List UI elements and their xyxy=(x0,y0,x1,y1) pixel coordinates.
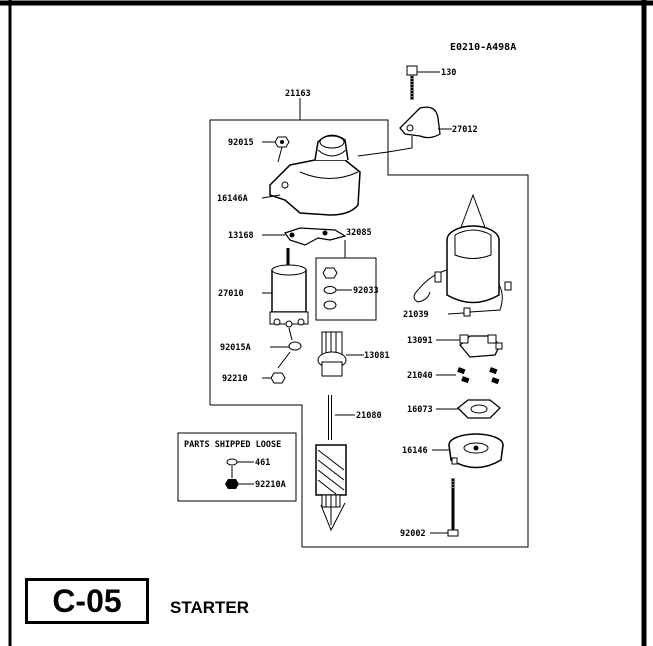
nut-92210 xyxy=(262,351,291,384)
bracket-27012 xyxy=(357,106,452,157)
label-92210: 92210 xyxy=(222,374,248,384)
label-92015A: 92015A xyxy=(220,343,251,353)
section-code: C-05 xyxy=(52,582,122,619)
label-13168: 13168 xyxy=(228,231,254,241)
label-130: 130 xyxy=(441,68,456,78)
label-21039: 21039 xyxy=(403,310,429,320)
pinion-13081 xyxy=(317,331,364,377)
reference-code: E0210-A498A xyxy=(450,42,516,53)
armature-21080 xyxy=(315,395,355,532)
label-27010: 27010 xyxy=(218,289,244,299)
bolt-130 xyxy=(406,65,440,100)
assembly-outline xyxy=(209,119,529,548)
group-32085 xyxy=(315,240,377,321)
label-16146A: 16146A xyxy=(217,194,248,204)
label-461: 461 xyxy=(255,458,270,468)
contact-plate-13168 xyxy=(262,227,347,246)
brushes-21040 xyxy=(436,367,500,385)
brush-holder-13091 xyxy=(436,334,503,358)
label-21163: 21163 xyxy=(285,89,311,99)
label-16073: 16073 xyxy=(407,405,433,415)
label-21040: 21040 xyxy=(407,371,433,381)
nut-92015A xyxy=(270,341,302,351)
label-92002: 92002 xyxy=(400,529,426,539)
nut-92015 xyxy=(262,136,290,163)
label-13091: 13091 xyxy=(407,336,433,346)
label-92015: 92015 xyxy=(228,138,254,148)
label-92033: 92033 xyxy=(353,286,379,296)
label-13081: 13081 xyxy=(364,351,390,361)
section-title: STARTER xyxy=(170,598,250,617)
bolt-92002 xyxy=(430,478,459,537)
label-21080: 21080 xyxy=(356,411,382,421)
solenoid-27010 xyxy=(262,248,309,341)
plate-16073 xyxy=(436,399,501,419)
section-code-box: C-05 xyxy=(25,578,149,624)
label-32085: 32085 xyxy=(346,228,372,238)
parts-shipped-loose-box: PARTS SHIPPED LOOSE xyxy=(177,432,297,502)
label-92210A: 92210A xyxy=(255,480,286,490)
yoke-21039 xyxy=(413,193,512,317)
housing-16146A xyxy=(261,134,361,216)
loose-box-title: PARTS SHIPPED LOOSE xyxy=(184,440,281,450)
end-cover-16146 xyxy=(432,433,504,469)
label-27012: 27012 xyxy=(452,125,478,135)
label-16146: 16146 xyxy=(402,446,428,456)
